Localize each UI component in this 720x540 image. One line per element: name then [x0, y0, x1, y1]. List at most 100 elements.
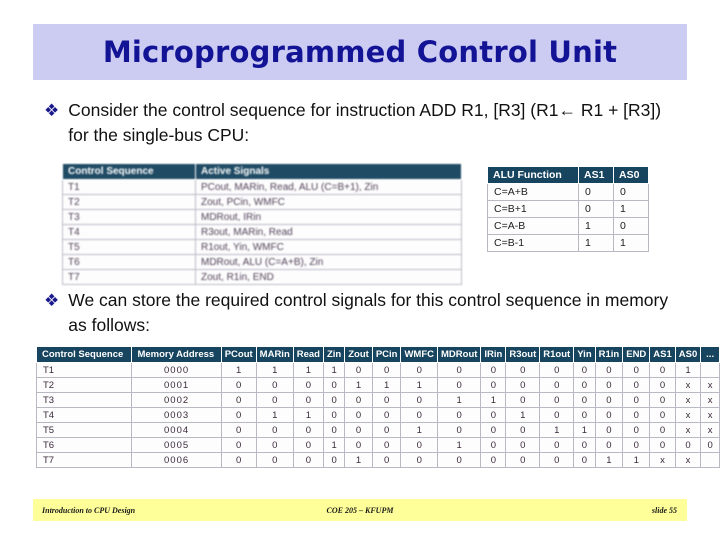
cell-read: 0 — [292, 452, 324, 468]
cell-active-signals: R3out, MARin, Read — [195, 224, 462, 240]
cell-r1in: 0 — [594, 407, 624, 423]
cell-pcout: 0 — [220, 377, 257, 393]
cell-as1: 0 — [578, 200, 614, 218]
cell-read: 0 — [292, 422, 324, 438]
cell-as1: 0 — [649, 422, 676, 438]
cell-control-step: T2 — [62, 194, 196, 210]
cell-r1in: 0 — [594, 437, 624, 453]
cell-yin: 0 — [573, 452, 596, 468]
cell-r1out: 0 — [539, 407, 575, 423]
cell-control-step: T7 — [35, 452, 133, 468]
cell-marin: 1 — [255, 407, 294, 423]
cell-extra: 0 — [700, 437, 720, 453]
cell-extra — [700, 362, 720, 378]
cell-r3out: 0 — [505, 422, 541, 438]
cell-active-signals: MDRout, ALU (C=A+B), Zin — [195, 254, 462, 270]
cell-as1: x — [649, 452, 676, 468]
cell-memory-address: 0004 — [131, 422, 222, 438]
cell-marin: 0 — [255, 377, 294, 393]
cell-end: 0 — [622, 362, 651, 378]
cell-marin: 0 — [255, 422, 294, 438]
cell-as0: 1 — [674, 362, 702, 378]
cell-mdrout: 0 — [436, 377, 482, 393]
cell-zin: 0 — [322, 377, 346, 393]
cell-end: 1 — [622, 452, 651, 468]
column-header-r1in: R1in — [594, 346, 624, 363]
cell-irin: 1 — [480, 392, 507, 408]
bullet-item-1: ❖ Consider the control sequence for inst… — [44, 98, 684, 148]
cell-as0: x — [674, 377, 702, 393]
cell-memory-address: 0006 — [131, 452, 222, 468]
cell-as1: 0 — [649, 362, 676, 378]
cell-zin: 0 — [322, 452, 346, 468]
cell-marin: 0 — [255, 392, 294, 408]
cell-as0: x — [674, 422, 702, 438]
cell-irin: 0 — [480, 437, 507, 453]
cell-read: 0 — [292, 392, 324, 408]
slide-title-band: Microprogrammed Control Unit — [33, 24, 687, 80]
cell-r1out: 0 — [539, 377, 575, 393]
column-header-as1: AS1 — [578, 166, 614, 184]
cell-irin: 0 — [480, 407, 507, 423]
cell-as1: 0 — [649, 392, 676, 408]
cell-read: 0 — [292, 437, 324, 453]
cell-memory-address: 0000 — [131, 362, 222, 378]
cell-read: 0 — [292, 377, 324, 393]
cell-control-step: T2 — [35, 377, 133, 393]
cell-alu-function: C=B-1 — [487, 234, 579, 252]
cell-yin: 0 — [573, 392, 596, 408]
cell-zout: 0 — [344, 362, 373, 378]
cell-r3out: 0 — [505, 392, 541, 408]
cell-zin: 1 — [322, 437, 346, 453]
cell-control-step: T7 — [62, 269, 196, 285]
cell-mdrout: 1 — [436, 392, 482, 408]
footer-slide-number: slide 55 — [651, 505, 677, 515]
cell-r1in: 0 — [594, 392, 624, 408]
cell-read: 1 — [292, 362, 324, 378]
cell-irin: 0 — [480, 452, 507, 468]
cell-read: 1 — [292, 407, 324, 423]
cell-r3out: 0 — [505, 437, 541, 453]
cell-active-signals: R1out, Yin, WMFC — [195, 239, 462, 255]
cell-zout: 1 — [344, 452, 373, 468]
cell-alu-function: C=A+B — [487, 183, 579, 201]
cell-control-step: T6 — [35, 437, 133, 453]
cell-as0: 1 — [613, 200, 649, 218]
cell-irin: 0 — [480, 377, 507, 393]
cell-r1in: 0 — [594, 377, 624, 393]
column-header-alu-function: ALU Function — [487, 166, 579, 184]
cell-r3out: 1 — [505, 407, 541, 423]
cell-r3out: 0 — [505, 452, 541, 468]
cell-r1out: 0 — [539, 452, 575, 468]
cell-pcin: 0 — [371, 422, 402, 438]
cell-r1out: 0 — [539, 392, 575, 408]
column-header-memory-address: Memory Address — [131, 346, 222, 363]
cell-as1: 0 — [649, 377, 676, 393]
cell-zin: 0 — [322, 422, 346, 438]
slide-footer: Introduction to CPU Design COE 205 – KFU… — [33, 499, 687, 521]
cell-r1in: 0 — [594, 362, 624, 378]
cell-zout: 0 — [344, 392, 373, 408]
cell-pcin: 0 — [371, 362, 402, 378]
cell-yin: 1 — [573, 422, 596, 438]
cell-wmfc: 0 — [400, 407, 438, 423]
column-header-wmfc: WMFC — [400, 346, 438, 363]
cell-as1: 0 — [649, 407, 676, 423]
cell-wmfc: 0 — [400, 392, 438, 408]
cell-mdrout: 1 — [436, 437, 482, 453]
cell-as0: x — [674, 452, 702, 468]
cell-end: 0 — [622, 407, 651, 423]
cell-zout: 0 — [344, 437, 373, 453]
cell-as0: x — [674, 407, 702, 423]
bullet-text-1: Consider the control sequence for instru… — [68, 100, 662, 145]
